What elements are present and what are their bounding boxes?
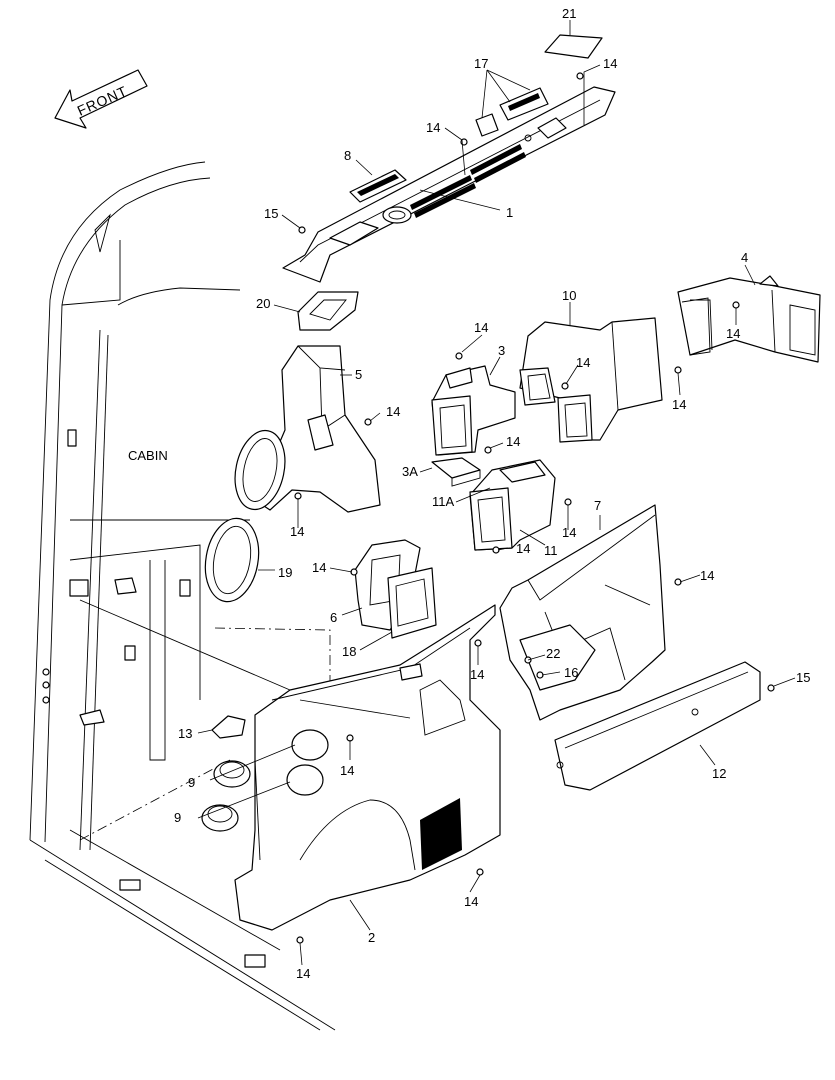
cabin-frame xyxy=(29,161,336,1031)
callout-14-panel: 14 xyxy=(426,120,440,135)
callout-15-top: 15 xyxy=(264,206,278,221)
part-18-seal xyxy=(387,567,437,639)
front-arrow: FRONT xyxy=(54,69,148,129)
callout-2: 2 xyxy=(368,930,375,945)
callout-3: 3 xyxy=(498,343,505,358)
part-20-seal xyxy=(297,291,359,331)
part-1-grille xyxy=(410,144,526,218)
callout-14-duct5: 14 xyxy=(386,404,400,419)
part-2-side-panel xyxy=(234,604,501,931)
callout-10: 10 xyxy=(562,288,576,303)
callout-22: 22 xyxy=(546,646,560,661)
callout-6: 6 xyxy=(330,610,337,625)
part-19-seal xyxy=(204,517,260,603)
callout-9-upper: 9 xyxy=(188,775,195,790)
callout-14-bottom: 14 xyxy=(464,894,478,909)
part-10-duct xyxy=(519,317,663,443)
part-9-cap-lower xyxy=(201,804,239,832)
part-13-clip xyxy=(211,715,246,739)
callout-14-duct10b: 14 xyxy=(672,397,686,412)
callout-21: 21 xyxy=(562,6,576,21)
callout-16: 16 xyxy=(564,665,578,680)
part-9-cap-upper xyxy=(213,760,251,788)
part-5-duct xyxy=(234,345,381,513)
callout-14-panel2: 14 xyxy=(470,667,484,682)
callout-14-duct5b: 14 xyxy=(290,524,304,539)
part-11-duct xyxy=(469,459,556,551)
callout-14-outlet: 14 xyxy=(312,560,326,575)
screws xyxy=(294,72,775,944)
leader-lines xyxy=(197,20,796,966)
callout-4: 4 xyxy=(741,250,748,265)
callout-14-cover: 14 xyxy=(700,568,714,583)
part-3a-plate xyxy=(431,457,481,487)
callout-8: 8 xyxy=(344,148,351,163)
callout-11a: 11A xyxy=(432,494,454,509)
callout-5: 5 xyxy=(355,367,362,382)
callout-18: 18 xyxy=(342,644,356,659)
callout-3a: 3A xyxy=(402,464,418,479)
part-12-lid xyxy=(554,661,761,791)
part-21-plate xyxy=(544,34,603,59)
callout-14-duct10: 14 xyxy=(576,355,590,370)
callout-14-duct11b: 14 xyxy=(516,541,530,556)
callout-14-duct4: 14 xyxy=(726,326,740,341)
callout-17: 17 xyxy=(474,56,488,71)
callout-14-bracket: 14 xyxy=(474,320,488,335)
part-3-duct xyxy=(431,365,516,456)
callout-14-duct3: 14 xyxy=(506,434,520,449)
part-17-vents xyxy=(475,87,549,137)
part-1-overhead-panel xyxy=(282,86,616,283)
cabin-label: CABIN xyxy=(128,448,168,463)
callout-15-lid: 15 xyxy=(796,670,810,685)
callout-14-duct11: 14 xyxy=(562,525,576,540)
part-8-vent xyxy=(349,169,407,203)
part-4-duct xyxy=(677,275,821,363)
callout-20: 20 xyxy=(256,296,270,311)
callouts: 21 14 17 14 8 1 15 20 4 10 14 14 3 14 5 … xyxy=(174,6,810,981)
callout-7: 7 xyxy=(594,498,601,513)
callout-14-bottom2: 14 xyxy=(296,966,310,981)
callout-9-lower: 9 xyxy=(174,810,181,825)
part-2-grille xyxy=(420,798,462,870)
callout-11: 11 xyxy=(544,543,558,558)
callout-1: 1 xyxy=(506,205,513,220)
callout-19: 19 xyxy=(278,565,292,580)
callout-12: 12 xyxy=(712,766,726,781)
callout-13: 13 xyxy=(178,726,192,741)
callout-14-top: 14 xyxy=(603,56,617,71)
callout-14-side: 14 xyxy=(340,763,354,778)
